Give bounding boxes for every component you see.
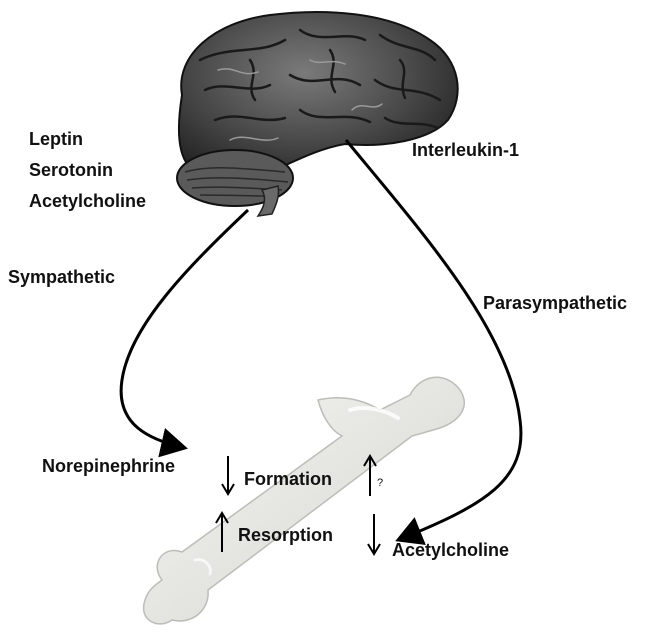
- serotonin-label: Serotonin: [29, 161, 113, 179]
- question-mark-label: ?: [377, 478, 383, 489]
- interleukin-label: Interleukin-1: [412, 141, 519, 159]
- leptin-label: Leptin: [29, 130, 83, 148]
- resorption-label: Resorption: [238, 526, 333, 544]
- sympathetic-arrow: [121, 210, 248, 448]
- parasympathetic-arrow: [346, 140, 521, 540]
- formation-increase-arrow: [364, 456, 376, 496]
- norepinephrine-label: Norepinephrine: [42, 457, 175, 475]
- acetylcholine-bone-label: Acetylcholine: [392, 541, 509, 559]
- formation-decrease-arrow: [222, 456, 234, 494]
- sympathetic-label: Sympathetic: [8, 268, 115, 286]
- acetylcholine-brain-label: Acetylcholine: [29, 192, 146, 210]
- bone-illustration: [144, 377, 465, 624]
- parasympathetic-label: Parasympathetic: [483, 294, 627, 312]
- formation-label: Formation: [244, 470, 332, 488]
- brain-illustration: [177, 12, 458, 216]
- resorption-decrease-arrow: [368, 514, 380, 554]
